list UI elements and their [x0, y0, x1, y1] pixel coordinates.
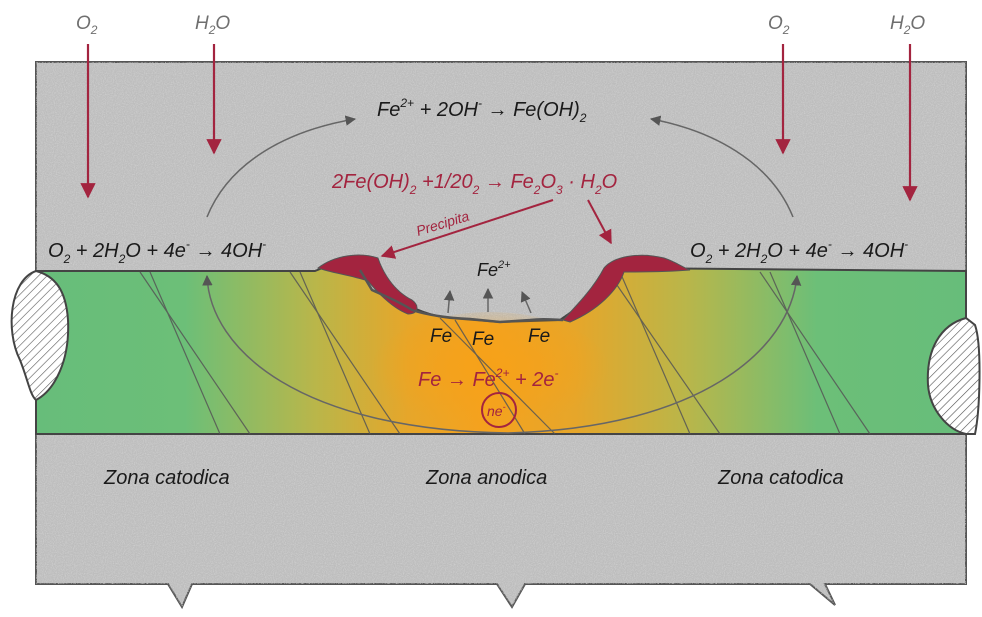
anodic-glow — [370, 312, 610, 432]
fe-atom-1: Fe — [430, 326, 452, 347]
section-right — [926, 316, 981, 435]
cycle-arrows — [202, 115, 802, 434]
reaction-oxide: 2Fe(OH)2 +1/202 → Fe2O3 · H2O — [331, 171, 617, 197]
reaction-anodic: Fe → Fe2+ + 2e- — [418, 366, 559, 391]
inflow-arrows — [80, 44, 918, 202]
pit-ion-label: Fe2+ — [477, 259, 511, 280]
fe-atom-2: Fe — [472, 329, 494, 350]
o2-right-label: O2 — [768, 13, 790, 37]
zone-cathodic-right: Zona catodica — [717, 467, 844, 489]
reaction-cathodic-left: O2 + 2H2O + 4e- → 4OH- — [48, 237, 266, 266]
zone-anodic: Zona anodica — [425, 467, 547, 489]
reaction-hydroxide: Fe2+ + 2OH- → Fe(OH)2 — [377, 96, 587, 125]
zone-cathodic-left: Zona catodica — [103, 467, 230, 489]
pit-outline — [358, 269, 564, 324]
electron-circle — [481, 392, 517, 428]
h2o-left-label: H2O — [195, 13, 230, 37]
reaction-cathodic-right: O2 + 2H2O + 4e- → 4OH- — [690, 237, 908, 266]
o2-left-label: O2 — [76, 13, 98, 37]
rebar-ribs — [139, 271, 871, 435]
section-left — [10, 269, 70, 402]
precipitation-arrows — [380, 199, 612, 259]
fe-atom-3: Fe — [528, 326, 550, 347]
electron-label: ne- — [487, 402, 506, 419]
h2o-right-label: H2O — [890, 13, 925, 37]
rust-right — [562, 254, 691, 323]
